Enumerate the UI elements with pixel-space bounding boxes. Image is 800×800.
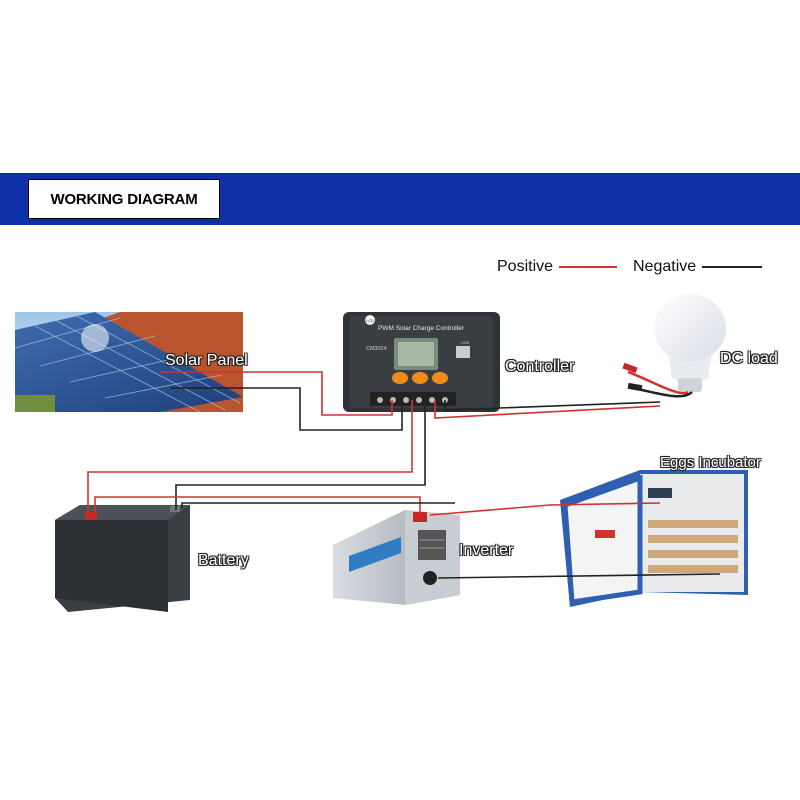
legend-negative-label: Negative <box>633 258 697 275</box>
wire-incubator-negative <box>437 573 721 579</box>
controller-device: PWM Solar Charge Controller CM3024 USB L… <box>343 312 500 412</box>
wire-solar-negative <box>170 387 403 431</box>
page-title: WORKING DIAGRAM <box>50 190 198 208</box>
wire-battery-positive <box>87 400 413 515</box>
label-solar-panel: Solar Panel <box>165 352 248 369</box>
wire-solar-positive <box>160 371 393 416</box>
header-banner: WORKING DIAGRAM <box>0 173 800 225</box>
legend-positive: Positive <box>497 258 618 276</box>
legend-negative: Negative <box>633 258 763 276</box>
legend-positive-label: Positive <box>497 258 554 275</box>
dc-load-bulb <box>622 294 726 398</box>
inverter-device <box>333 510 460 605</box>
legend-positive-line <box>559 266 618 268</box>
label-controller: Controller <box>505 358 575 375</box>
wire-inverter-positive <box>94 496 421 515</box>
label-dc-load: DC load <box>720 350 778 367</box>
wire-inverter-negative <box>181 502 455 508</box>
label-battery: Battery <box>198 552 249 569</box>
wire-load-positive <box>434 400 661 419</box>
controller-title-text: PWM Solar Charge Controller <box>378 325 465 332</box>
wires <box>87 371 721 579</box>
battery-device <box>55 505 190 612</box>
solar-panel-image <box>14 312 243 413</box>
legend-negative-line <box>702 266 763 268</box>
controller-model-text: CM3024 <box>366 346 387 352</box>
incubator-device <box>560 470 748 607</box>
header-title-box: WORKING DIAGRAM <box>28 179 220 219</box>
label-inverter: Inverter <box>459 542 514 559</box>
controller-usb-text: USB <box>461 340 470 345</box>
controller-brand-text: LCD <box>366 318 374 323</box>
label-incubator: Eggs Incubator <box>660 454 761 471</box>
wire-incubator-positive <box>429 502 661 516</box>
wire-load-negative <box>444 400 661 411</box>
